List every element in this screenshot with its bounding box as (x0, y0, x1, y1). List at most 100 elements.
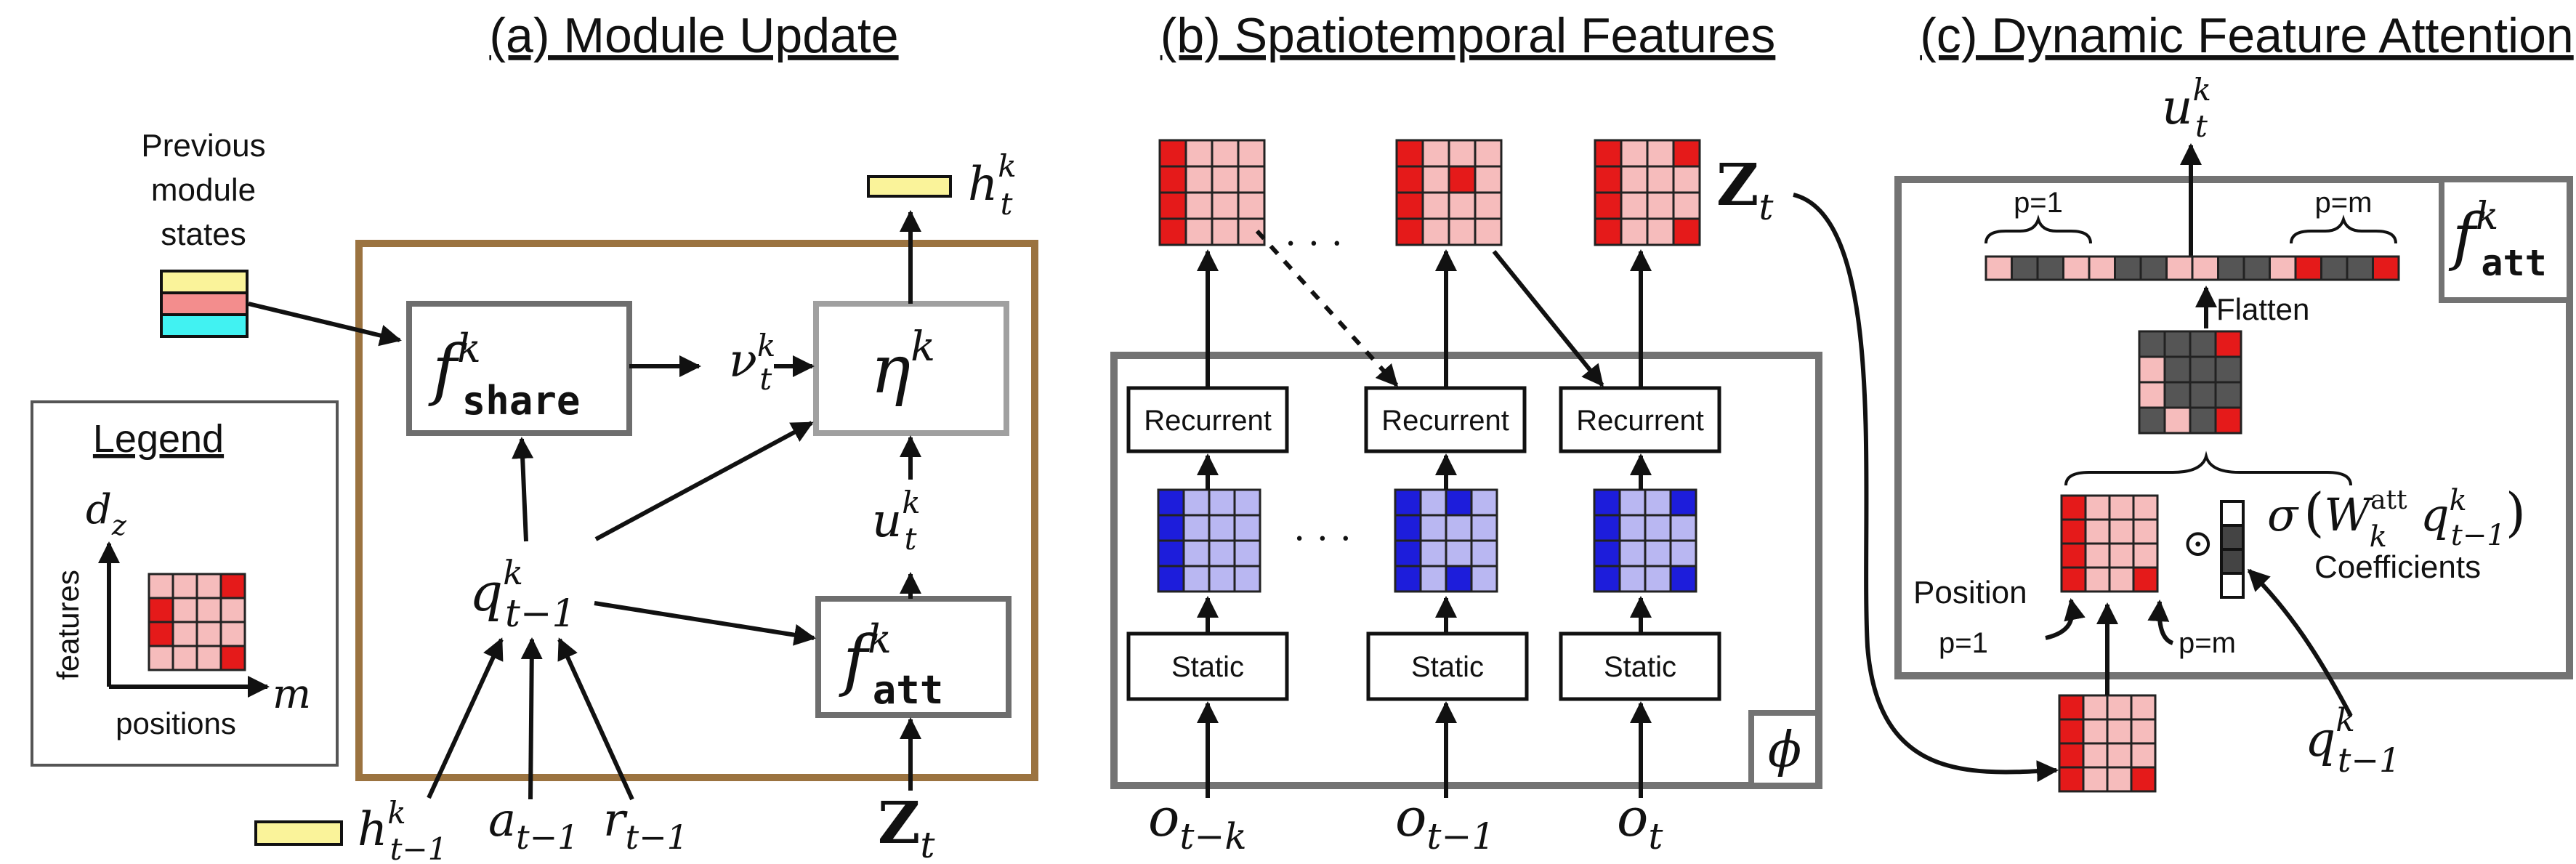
vector-cell (2294, 255, 2322, 281)
mid-ellipsis: · · · (1293, 517, 1351, 560)
phi-corner-box (1748, 710, 1821, 788)
legend-box: Legend dz m features positions (31, 400, 339, 767)
matrix-cell (1184, 191, 1214, 220)
matrix-cell (2084, 542, 2111, 569)
matrix-cell (2163, 355, 2192, 384)
flattened-vector (1985, 255, 2400, 281)
position-label: Position (1913, 575, 2027, 610)
matrix-cell (2132, 566, 2159, 593)
matrix-cell (1445, 488, 1473, 517)
arrow-q-to-eta (594, 421, 814, 541)
matrix-cell (1445, 565, 1473, 593)
matrix-cell (2189, 330, 2217, 358)
brace-combine (2064, 451, 2352, 486)
matrix-cell (195, 621, 222, 647)
matrix-cell (1157, 514, 1185, 542)
state-salmon (160, 291, 249, 316)
matrix-cell (1445, 539, 1473, 568)
matrix-cell (1237, 191, 1266, 220)
matrix-cell (171, 573, 198, 599)
matrix-cell (1182, 539, 1211, 568)
coefficients-label: Coefficients (2314, 549, 2481, 585)
matrix-cell (1474, 191, 1503, 220)
matrix-cell (1184, 217, 1214, 246)
matrix-cell (1208, 488, 1236, 517)
matrix-cell (2214, 406, 2242, 435)
input-o-t-minus-1: ot−1 (1395, 787, 1495, 857)
vector-cell (1985, 255, 2013, 281)
feature-grid-1 (1157, 488, 1261, 593)
matrix-cell (1620, 139, 1649, 168)
state-yellow (160, 270, 249, 294)
matrix-cell (1669, 514, 1697, 542)
matrix-cell (1646, 191, 1675, 220)
matrix-cell (2130, 742, 2157, 769)
matrix-cell (1470, 514, 1498, 542)
previous-states-stack (160, 270, 249, 338)
matrix-cell (2130, 718, 2157, 745)
legend-grid (148, 573, 246, 671)
matrix-cell (1644, 514, 1672, 542)
matrix-cell (1672, 165, 1701, 194)
state-cyan (160, 313, 249, 338)
matrix-cell (195, 597, 222, 623)
prev-states-line-2: module (151, 172, 256, 208)
matrix-cell (219, 645, 246, 671)
matrix-cell (1474, 139, 1503, 168)
brace-p1 (1985, 214, 2092, 244)
static-label-1: Static (1171, 651, 1244, 683)
brace-p1-label: p=1 (2014, 187, 2063, 219)
attention-frame (1894, 176, 2573, 679)
matrix-cell (2138, 355, 2166, 384)
matrix-cell (2189, 381, 2217, 409)
matrix-cell (1211, 191, 1240, 220)
matrix-cell (1233, 514, 1261, 542)
matrix-cell (195, 573, 222, 599)
matrix-cell (1208, 565, 1236, 593)
matrix-cell (1618, 488, 1647, 517)
matrix-cell (1237, 139, 1266, 168)
position-pm-label: p=m (2179, 627, 2236, 659)
matrix-cell (2108, 566, 2135, 593)
matrix-cell (1672, 139, 1701, 168)
matrix-cell (148, 645, 174, 671)
matrix-cell (2084, 566, 2111, 593)
previous-module-states-label: Previous module states (141, 128, 265, 252)
matrix-cell (2138, 330, 2166, 358)
vector-cell (2114, 255, 2142, 281)
matrix-cell (2106, 766, 2133, 793)
vector-cell (2217, 255, 2245, 281)
legend-y-symbol: dz (86, 486, 127, 541)
vector-cell (2346, 255, 2374, 281)
arrow-q-to-fshare (512, 437, 534, 542)
matrix-cell (1419, 514, 1448, 542)
matrix-cell (1421, 191, 1450, 220)
static-box-3: Static (1559, 631, 1721, 701)
static-box-2: Static (1366, 631, 1529, 701)
matrix-cell (1669, 488, 1697, 517)
odot-symbol: ⊙ (2182, 522, 2214, 565)
arrow-a-to-q (520, 637, 543, 800)
matrix-cell (1237, 165, 1266, 194)
legend-title: Legend (93, 417, 224, 461)
matrix-cell (171, 621, 198, 647)
matrix-cell (2058, 766, 2085, 793)
vector-cell (2139, 255, 2168, 281)
matrix-cell (1419, 488, 1448, 517)
matrix-cell (2132, 518, 2159, 545)
vector-cell (2269, 255, 2297, 281)
vector-cell (2320, 255, 2349, 281)
matrix-cell (2106, 742, 2133, 769)
matrix-cell (1618, 565, 1647, 593)
matrix-cell (2082, 718, 2109, 745)
top-ellipsis: · · · (1285, 222, 1342, 265)
matrix-cell (1618, 514, 1647, 542)
module-frame (355, 240, 1038, 781)
panel-b-title: (b) Spatiotemporal Features (1160, 8, 1776, 63)
matrix-cell (1644, 539, 1672, 568)
h-out-bar (867, 175, 952, 198)
matrix-cell (1158, 191, 1187, 220)
